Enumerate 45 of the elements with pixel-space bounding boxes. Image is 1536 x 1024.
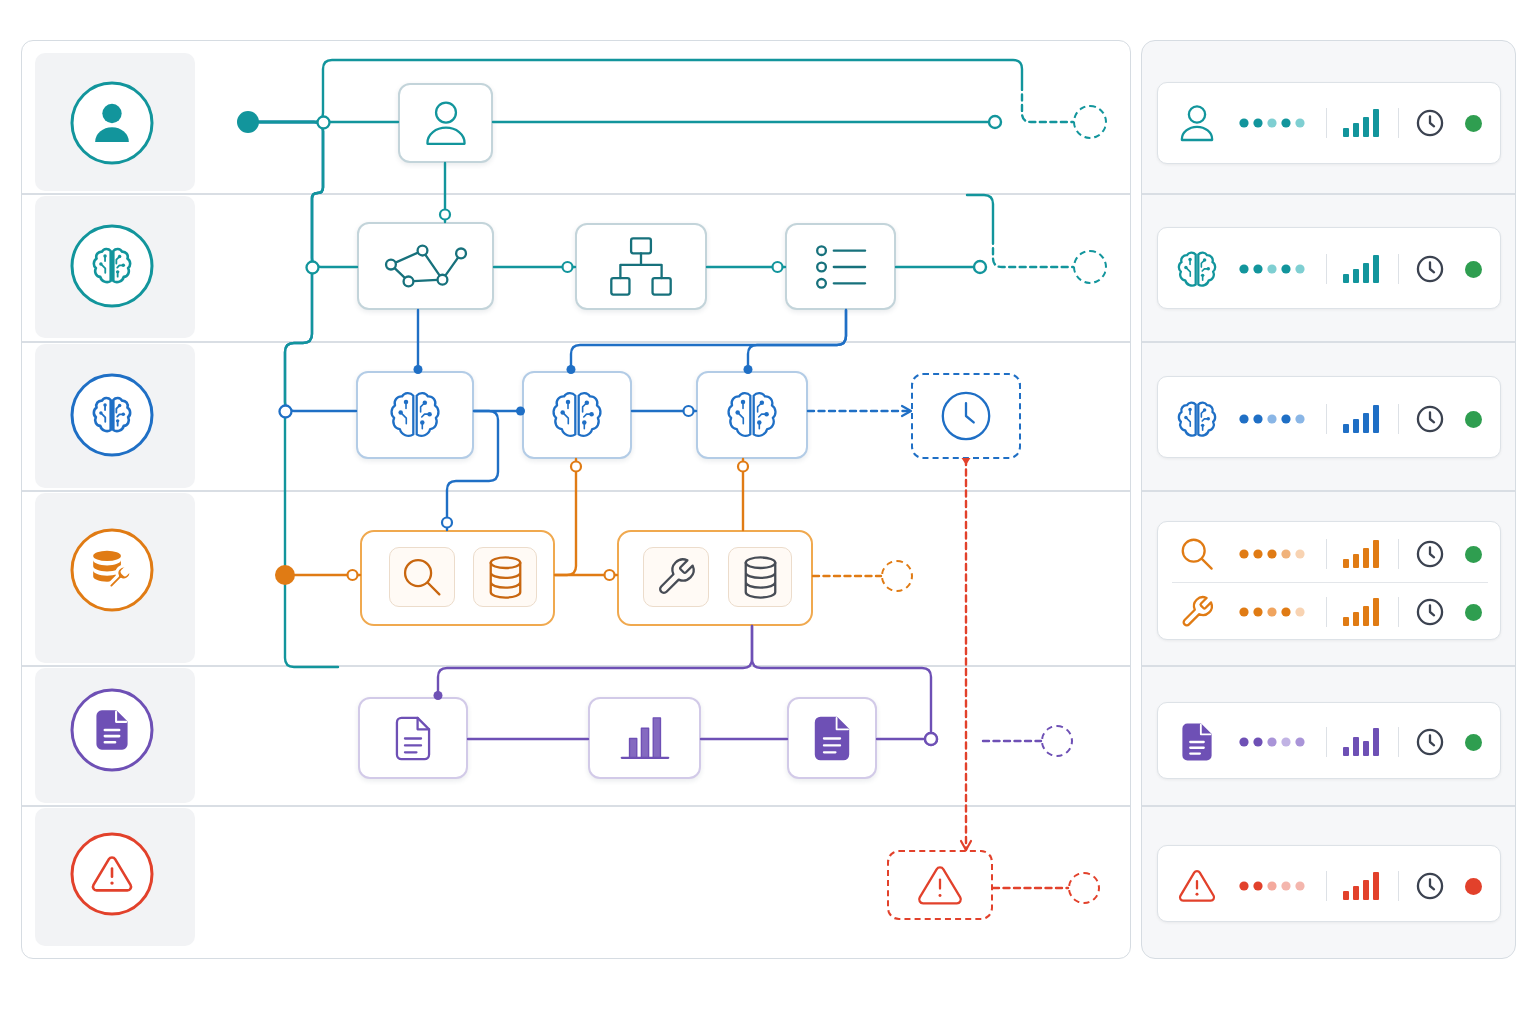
arrow bbox=[959, 457, 973, 852]
arrow bbox=[806, 404, 913, 418]
connector bbox=[699, 737, 789, 741]
connector bbox=[257, 120, 340, 669]
dashed-step-box bbox=[887, 850, 993, 920]
step-box bbox=[785, 223, 896, 310]
connector bbox=[492, 260, 577, 274]
connector bbox=[894, 259, 988, 275]
tool-tile bbox=[643, 547, 709, 607]
step-box bbox=[398, 83, 493, 163]
dashed-step-box bbox=[911, 373, 1021, 459]
connector bbox=[981, 739, 1043, 743]
step-box bbox=[356, 371, 474, 459]
step-box bbox=[357, 222, 494, 310]
connector bbox=[440, 409, 500, 532]
group-box bbox=[617, 530, 813, 626]
dashed-end-circle bbox=[1073, 105, 1107, 139]
step-box bbox=[575, 223, 707, 310]
connector bbox=[630, 404, 698, 418]
connector bbox=[991, 886, 1070, 890]
connector bbox=[965, 193, 1075, 269]
connector bbox=[736, 457, 750, 532]
connector bbox=[491, 114, 1003, 130]
group-box bbox=[360, 530, 555, 626]
dashed-end-circle bbox=[1068, 872, 1100, 904]
step-box bbox=[588, 697, 701, 779]
tool-tile bbox=[389, 547, 455, 607]
connector bbox=[875, 731, 939, 747]
connector bbox=[413, 308, 423, 374]
dashed-end-circle bbox=[1041, 725, 1073, 757]
connector bbox=[553, 457, 583, 577]
connector bbox=[811, 574, 883, 578]
dashed-end-circle bbox=[881, 560, 913, 592]
connector bbox=[743, 308, 848, 374]
step-box bbox=[696, 371, 808, 459]
step-box bbox=[522, 371, 632, 459]
tool-tile bbox=[728, 547, 792, 607]
connector bbox=[293, 568, 362, 582]
step-box bbox=[358, 697, 468, 779]
step-box bbox=[787, 697, 877, 779]
connector bbox=[438, 161, 452, 224]
tool-tile bbox=[473, 547, 537, 607]
connector bbox=[705, 260, 787, 274]
dashed-end-circle bbox=[1073, 250, 1107, 284]
connector bbox=[466, 737, 590, 741]
